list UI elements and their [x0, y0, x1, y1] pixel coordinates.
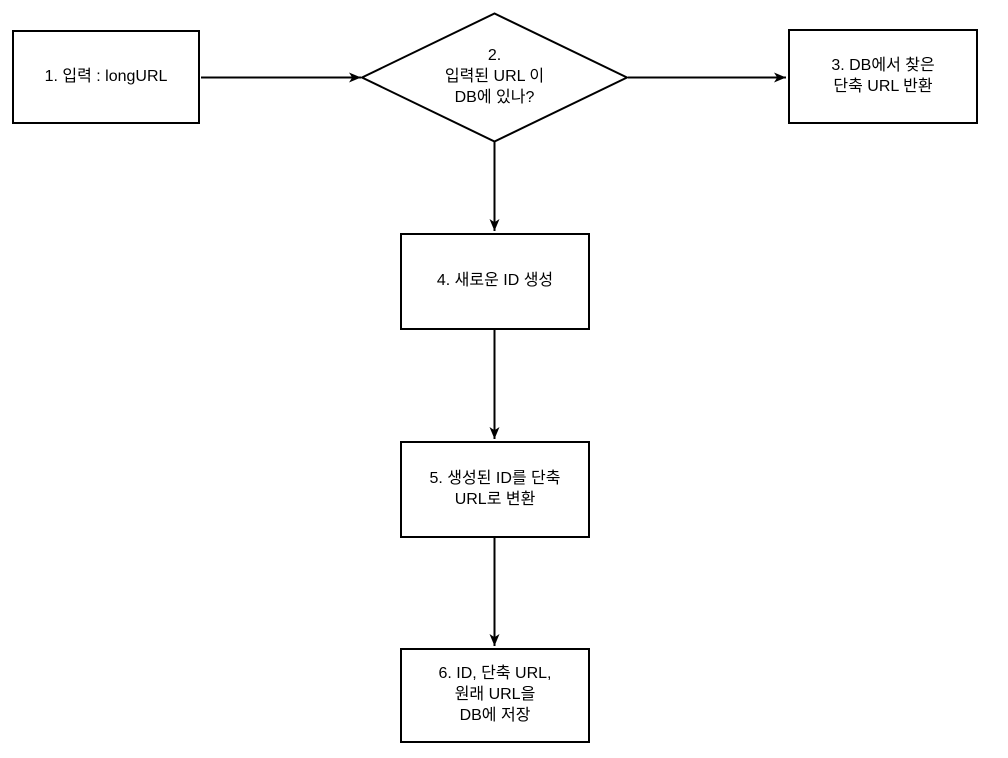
- node-create-new-id: 4. 새로운 ID 생성: [400, 233, 590, 330]
- node-decision-url-in-db: 2. 입력된 URL 이 DB에 있나?: [394, 33, 595, 122]
- node-input-longurl-label: 1. 입력 : longURL: [44, 67, 168, 85]
- node-decision-url-in-db-label: 2. 입력된 URL 이 DB에 있나?: [444, 47, 545, 106]
- node-return-short-url-label: 3. DB에서 찾은 단축 URL 반환: [831, 56, 935, 95]
- node-return-short-url: 3. DB에서 찾은 단축 URL 반환: [788, 29, 978, 124]
- node-save-to-db-label: 6. ID, 단축 URL, 원래 URL을 DB에 저장: [438, 665, 552, 724]
- node-create-new-id-label: 4. 새로운 ID 생성: [436, 272, 554, 290]
- node-convert-id-to-short-url-label: 5. 생성된 ID를 단축 URL로 변환: [429, 469, 561, 508]
- node-input-longurl: 1. 입력 : longURL: [12, 30, 200, 124]
- decision-diamond-shape: [359, 12, 630, 143]
- node-save-to-db: 6. ID, 단축 URL, 원래 URL을 DB에 저장: [400, 648, 590, 743]
- node-convert-id-to-short-url: 5. 생성된 ID를 단축 URL로 변환: [400, 441, 590, 538]
